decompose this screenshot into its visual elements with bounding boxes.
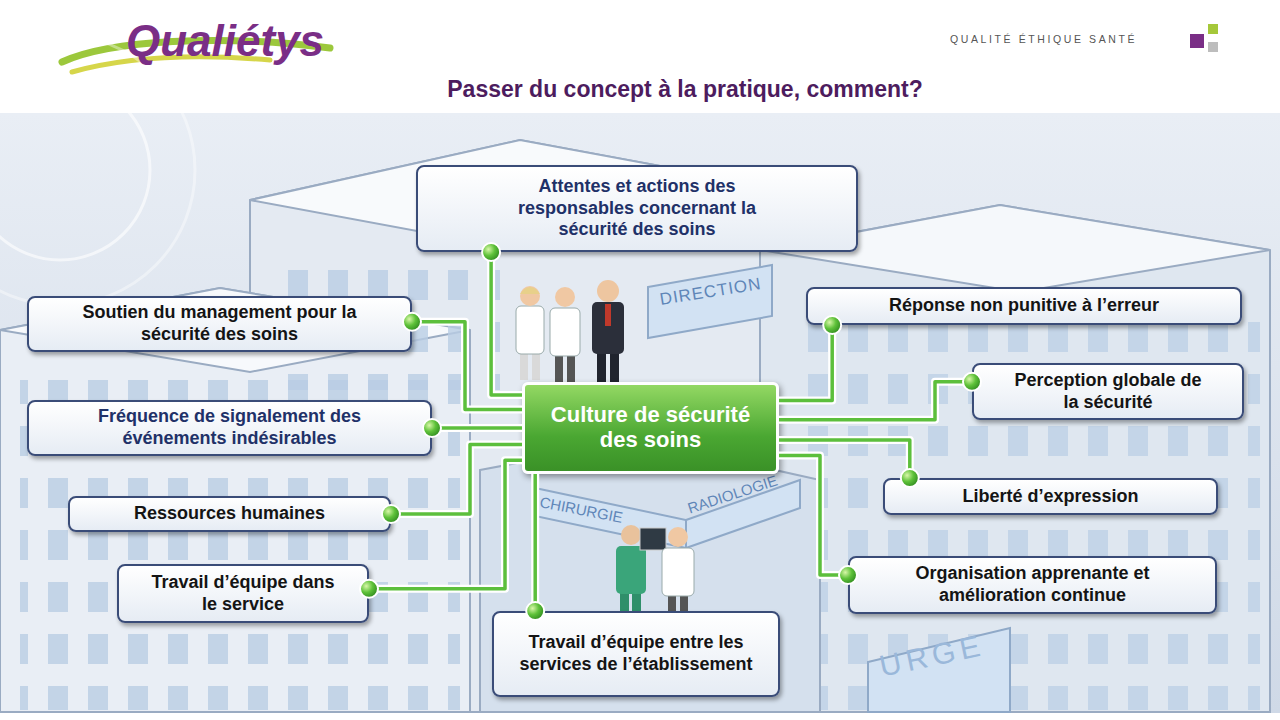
connector-halo	[531, 474, 539, 611]
box-text-group: Culture de sécurité des soins	[551, 403, 751, 452]
deco-circle	[0, 80, 150, 260]
connector-halo	[369, 460, 522, 589]
windows	[800, 300, 1260, 710]
figure-coat	[662, 548, 694, 596]
box-text-group: Organisation apprenante et amélioration …	[868, 563, 1198, 606]
box-label: Organisation apprenante et amélioration …	[868, 563, 1198, 606]
factor-box: Fréquence de signalement des événements …	[27, 400, 432, 456]
building	[0, 288, 470, 712]
connector	[779, 316, 841, 400]
figure-coat	[550, 308, 580, 356]
deco-circle	[0, 35, 195, 305]
box-text-group: Liberté d’expression	[962, 486, 1138, 508]
box-label: Réponse non punitive à l’erreur	[889, 295, 1159, 317]
connector-halo	[779, 382, 972, 420]
connector-line	[432, 426, 522, 430]
building	[760, 205, 1270, 712]
box-text-group: Perception globale de la sécurité	[1008, 370, 1208, 413]
connector-line	[412, 322, 522, 410]
box-label: Travail d’équipe entre les services de l…	[516, 632, 756, 675]
box-text-group: Soutien du management pour la sécurité d…	[55, 302, 385, 345]
connector	[779, 456, 857, 584]
box-label: Ressources humaines	[134, 503, 325, 525]
figure-head	[621, 525, 641, 545]
connector-halo	[779, 325, 832, 400]
figure-head	[520, 286, 540, 306]
factor-box: Liberté d’expression	[883, 478, 1218, 515]
factor-box: Ressources humaines	[68, 496, 391, 532]
figure-hair	[520, 287, 540, 294]
connector	[403, 313, 522, 410]
connector-halo	[432, 424, 522, 432]
logo-square	[1190, 34, 1204, 48]
box-label: Perception globale de la sécurité	[1008, 370, 1208, 413]
logo-square	[1208, 42, 1218, 52]
connector-halo	[491, 252, 522, 395]
box-label: Soutien du management pour la sécurité d…	[55, 302, 385, 345]
factor-box: Attentes et actions des responsables con…	[416, 165, 858, 252]
connector-line	[779, 325, 832, 400]
connector-halo	[779, 456, 848, 575]
box-text-group: Travail d’équipe entre les services de l…	[516, 632, 756, 675]
logo-text: Qualiétys	[126, 16, 324, 66]
box-text-group: Travail d’équipe dans le service	[143, 572, 343, 615]
factor-box: Soutien du management pour la sécurité d…	[27, 296, 412, 352]
connector-halo	[779, 440, 910, 478]
figure-head	[555, 287, 575, 307]
figure-head	[668, 527, 688, 547]
connector	[423, 419, 522, 437]
factor-box: Organisation apprenante et amélioration …	[848, 556, 1217, 614]
connector-line	[779, 440, 910, 478]
connector	[382, 445, 522, 523]
figure-coat	[516, 306, 544, 354]
building	[480, 440, 820, 712]
box-label: Travail d’équipe dans le service	[143, 572, 343, 615]
factor-box: Travail d’équipe entre les services de l…	[492, 611, 780, 697]
windows	[20, 380, 460, 710]
slide-title: Passer du concept à la pratique, comment…	[0, 76, 1280, 103]
box-text-group: Attentes et actions des responsables con…	[487, 176, 787, 241]
box-label: Fréquence de signalement des événements …	[90, 406, 370, 449]
connector-line	[779, 382, 972, 420]
figure-leg	[610, 350, 619, 382]
central-box: Culture de sécurité des soins	[522, 382, 779, 474]
connector	[779, 373, 981, 420]
box-label: Attentes et actions des responsables con…	[487, 176, 787, 241]
factor-box: Réponse non punitive à l’erreur	[806, 287, 1242, 325]
connector-halo	[412, 322, 522, 410]
box-label: Culture de sécurité des soins	[551, 403, 751, 452]
figure-head	[597, 280, 619, 302]
factor-box: Perception globale de la sécurité	[972, 363, 1244, 420]
figure-suit	[592, 302, 624, 354]
sign-panel	[648, 265, 772, 338]
connector-line	[369, 460, 522, 589]
connector-line	[779, 456, 848, 575]
figure-leg	[597, 350, 606, 382]
box-label: Liberté d’expression	[962, 486, 1138, 508]
box-text-group: Réponse non punitive à l’erreur	[889, 295, 1159, 317]
box-text-group: Fréquence de signalement des événements …	[90, 406, 370, 449]
sign-panel	[868, 628, 1010, 712]
box-text-group: Ressources humaines	[134, 503, 325, 525]
factor-box: Travail d’équipe dans le service	[117, 564, 369, 623]
figure-tie	[605, 304, 611, 326]
connector-line	[533, 474, 537, 611]
tagline: QUALITÉ ÉTHIQUE SANTÉ	[950, 33, 1137, 45]
xray-film	[640, 528, 666, 550]
connector-line	[491, 252, 522, 395]
figure-scrubs	[616, 546, 646, 594]
connector	[482, 243, 522, 395]
logo-square	[1208, 24, 1218, 34]
